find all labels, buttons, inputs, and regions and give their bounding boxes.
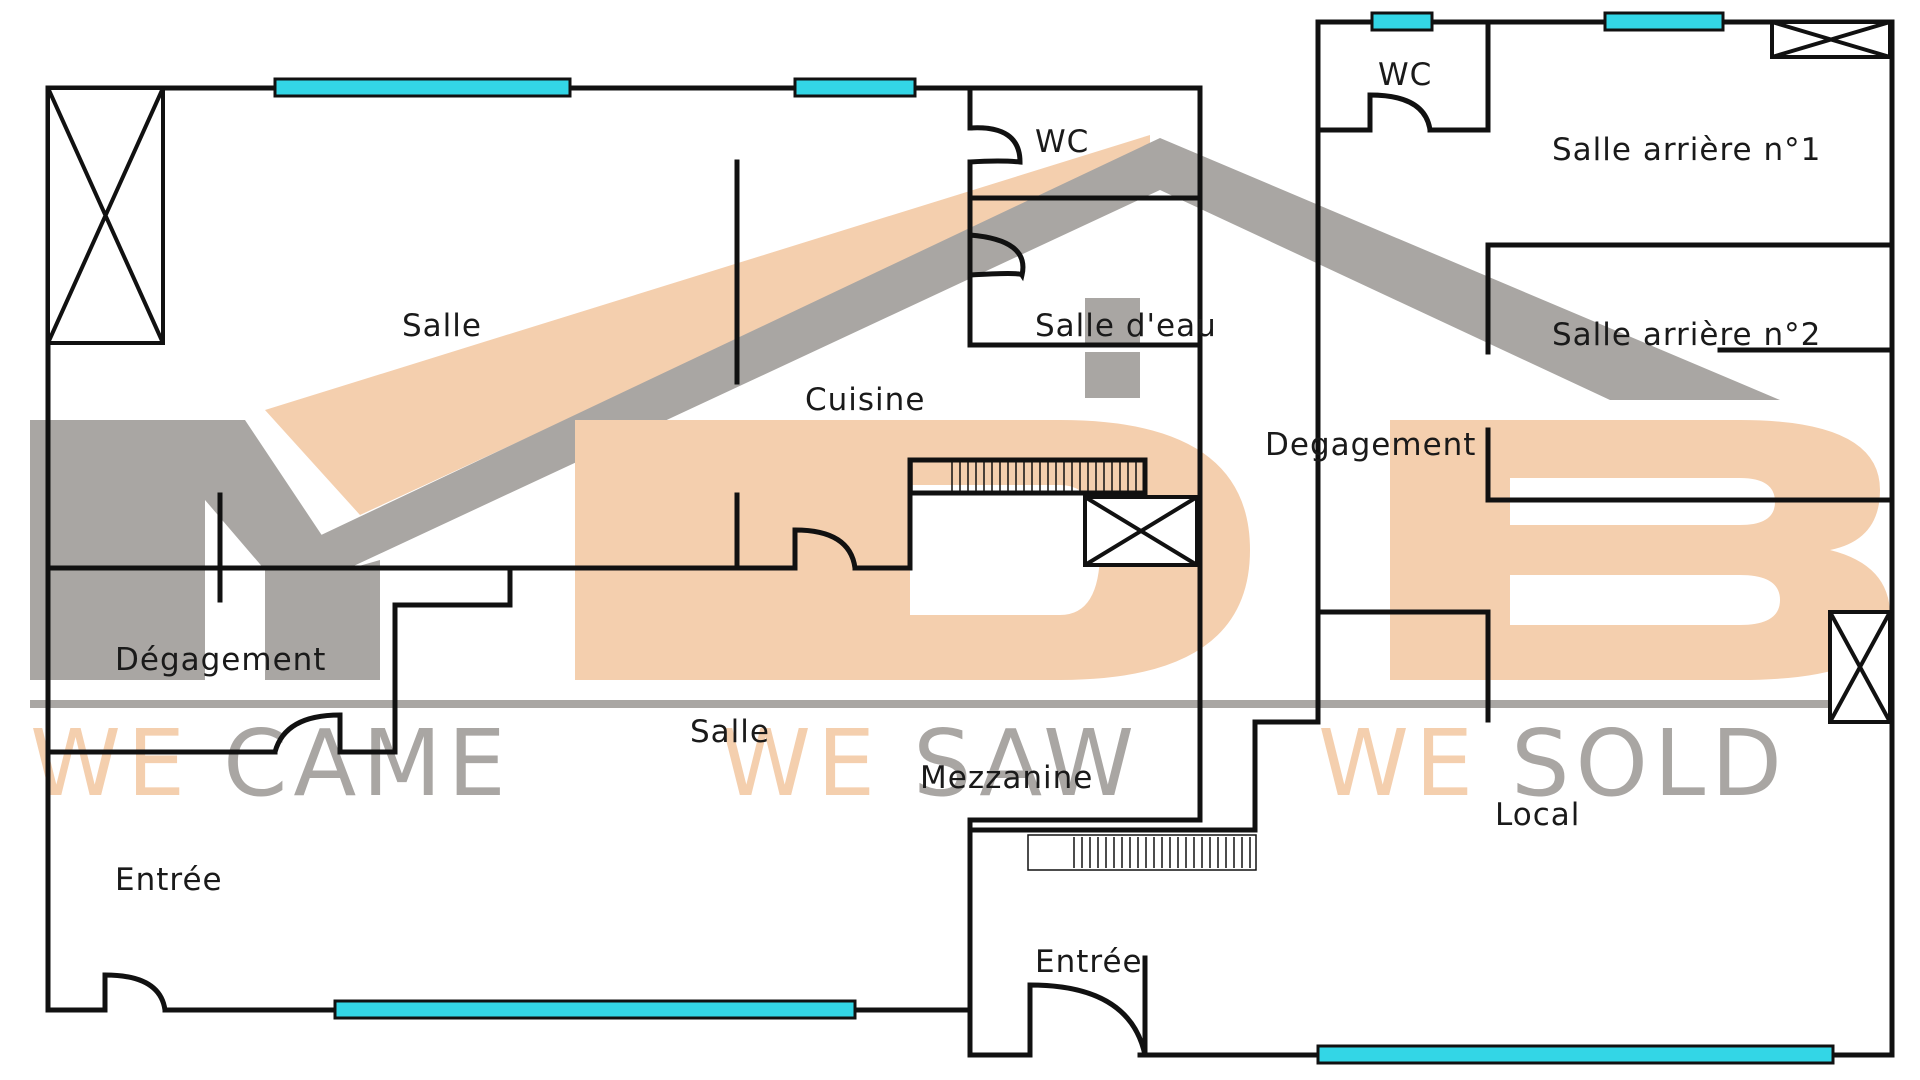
label-local: Local: [1495, 797, 1580, 833]
degagement-wall: [45, 492, 513, 755]
label-cuisine: Cuisine: [805, 382, 925, 418]
watermark-roof-orange: [265, 135, 1150, 515]
left-building: [45, 77, 1203, 1020]
upper-stair: [911, 459, 1145, 494]
left-window-bottom: [333, 999, 857, 1020]
wc-door: [969, 125, 1023, 165]
left-entry-door: [102, 972, 168, 1011]
label-wc-left: WC: [1035, 124, 1089, 160]
left-window-1: [273, 77, 572, 98]
label-entree-left: Entrée: [115, 862, 223, 898]
right-window-bottom: [1316, 1044, 1835, 1065]
right-entry-door: [1027, 982, 1148, 1056]
label-wc-right: WC: [1378, 57, 1432, 93]
right-window-1: [1370, 11, 1434, 32]
right-building: [967, 11, 1895, 1065]
label-salle-mid: Salle: [690, 714, 770, 750]
label-degagement-left: Dégagement: [115, 642, 326, 678]
local-wall: [1315, 609, 1491, 723]
watermark-square-2: [1085, 352, 1140, 398]
right-mid-cross: [1828, 610, 1892, 724]
watermark-roof-gray: [300, 138, 1780, 570]
left-shaft-cross: [46, 86, 165, 345]
label-degagement-right: Degagement: [1265, 427, 1476, 463]
left-window-2: [793, 77, 917, 98]
degagement-right-wall: [1485, 427, 1893, 503]
right-outer-wall: [967, 19, 1895, 1058]
lower-stair: [1027, 834, 1257, 871]
watermark-letter-b: [1390, 420, 1890, 680]
degagement-door: [272, 712, 343, 753]
room-labels: Salle WC Salle d'eau Cuisine Dégagement …: [115, 57, 1821, 980]
label-salle-top: Salle: [402, 308, 482, 344]
watermark-square-1: [1085, 298, 1140, 344]
label-salle-arriere-1: Salle arrière n°1: [1552, 132, 1821, 168]
watermark-divider: [30, 700, 1890, 708]
watermark-letter-m: [30, 420, 380, 680]
label-salle-eau: Salle d'eau: [1035, 308, 1217, 344]
label-mezzanine: Mezzanine: [920, 760, 1093, 796]
salle-eau-door: [967, 232, 1026, 282]
right-wc-door: [1367, 92, 1433, 131]
right-window-2: [1603, 11, 1725, 32]
kitchen-lower-wall: [507, 457, 1148, 571]
kitchen-shaft-cross: [1083, 495, 1199, 567]
watermark-letter-d: [575, 420, 1250, 680]
label-entree-right: Entrée: [1035, 944, 1143, 980]
right-top-cross: [1770, 20, 1892, 59]
salle-arriere-wall: [1485, 242, 1893, 355]
right-wc-wall: [1315, 19, 1491, 133]
kitchen-door: [792, 527, 858, 569]
label-salle-arriere-2: Salle arrière n°2: [1552, 317, 1821, 353]
